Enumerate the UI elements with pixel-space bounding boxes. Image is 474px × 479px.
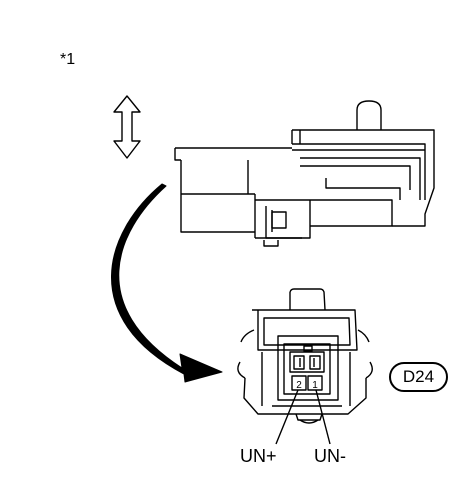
curved-pointer-arrow	[111, 183, 223, 383]
leader-line-un-plus	[275, 389, 299, 445]
connector-side-view	[174, 100, 435, 247]
connector-front-view: 2 1	[237, 288, 373, 424]
pin-2-label: 2	[296, 380, 302, 391]
ref-marker-label: *1	[60, 51, 76, 68]
connector-code-badge: D24	[389, 362, 448, 392]
leader-line-un-minus	[315, 389, 331, 445]
double-arrow-icon	[113, 95, 141, 159]
terminal-un-plus-label: UN+	[240, 446, 277, 466]
pin-1-label: 1	[312, 380, 318, 391]
terminal-un-minus-label: UN-	[314, 446, 346, 466]
